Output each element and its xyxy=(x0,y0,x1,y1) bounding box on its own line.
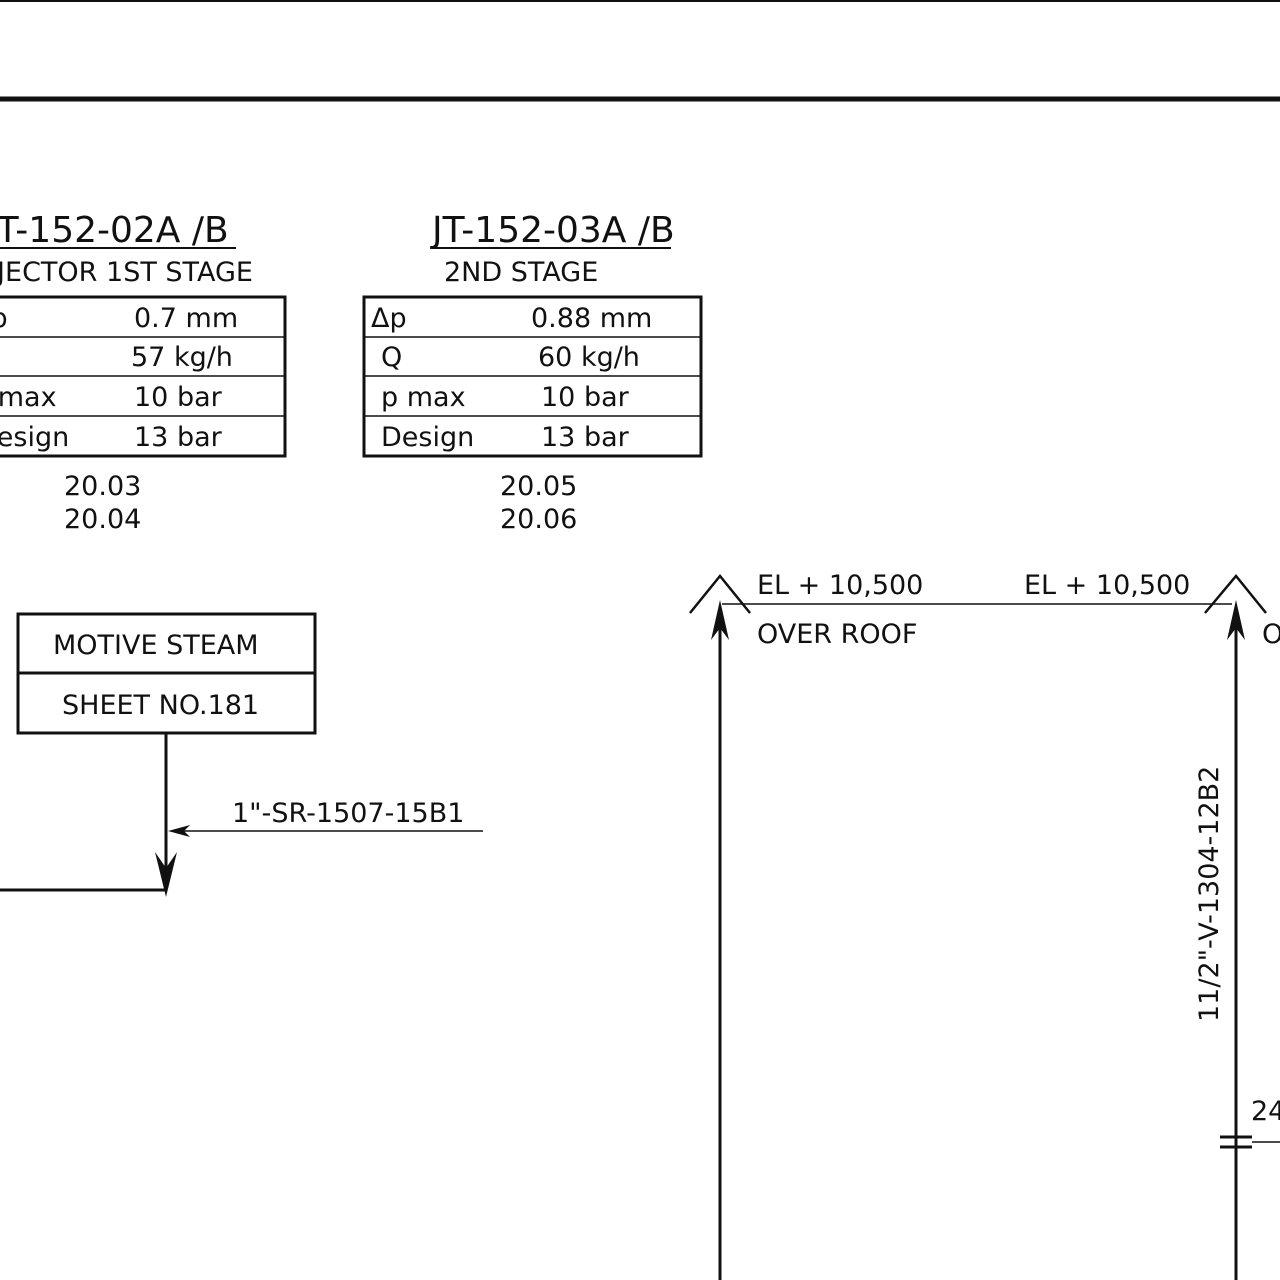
ejector-2-title: 2ND STAGE xyxy=(444,257,598,288)
ejector-1-param: Design xyxy=(0,422,69,453)
ejector-2-param: Q xyxy=(381,342,402,373)
ejector-2-param: Design xyxy=(381,422,474,453)
ejector-2-tag: JT-152-03A /B xyxy=(430,210,675,251)
vent-left xyxy=(689,574,751,1280)
instrument-tag-partial: 24 xyxy=(1251,1096,1280,1127)
elevation-right: EL + 10,500 xyxy=(1024,570,1190,601)
vent-cap-left xyxy=(689,574,751,614)
ejector-1-ref: 20.03 xyxy=(64,471,141,502)
flow-arrow-up-left xyxy=(711,600,729,640)
ejector-1-value: 10 bar xyxy=(134,382,223,413)
ejector-2-ref: 20.05 xyxy=(500,471,577,502)
sheet-number-label: SHEET NO.181 xyxy=(62,690,259,721)
vent-line-number: 11/2"-V-1304-12B2 xyxy=(1194,766,1225,1022)
ejector-1-title: EJECTOR 1ST STAGE xyxy=(0,257,253,288)
ejector-1-value: 0.7 mm xyxy=(134,303,238,334)
ejector-2-value: 60 kg/h xyxy=(538,342,640,373)
ejector-2-param: Δp xyxy=(371,303,407,334)
ejector-1-tag: JT-152-02A /B xyxy=(0,210,229,251)
motive-steam-label: MOTIVE STEAM xyxy=(53,630,259,661)
over-roof-right-partial: O xyxy=(1262,619,1280,650)
ejector-2-value: 10 bar xyxy=(541,382,630,413)
steam-line-number: 1"-SR-1507-15B1 xyxy=(232,798,464,829)
ejector-2-value: 0.88 mm xyxy=(531,303,652,334)
ejector-2-param: p max xyxy=(381,382,466,413)
vent-cap-right xyxy=(1204,574,1267,614)
motive-steam-connector: MOTIVE STEAM SHEET NO.181 1"-SR-1507-15B… xyxy=(0,612,483,897)
leader-arrowhead xyxy=(168,825,190,837)
ejector-2-ref: 20.06 xyxy=(500,504,577,535)
ejector-1-value: 57 kg/h xyxy=(131,342,233,373)
vent-right xyxy=(1204,574,1280,1280)
ejector-2-block: JT-152-03A /B 2ND STAGE Δp 0.88 mm Q 60 … xyxy=(362,210,703,535)
ejector-1-block: JT-152-02A /B EJECTOR 1ST STAGE Δp 0.7 m… xyxy=(0,210,287,535)
flow-arrow-down xyxy=(155,852,177,897)
over-roof-left: OVER ROOF xyxy=(757,619,917,650)
ejector-1-param: p max xyxy=(0,382,57,413)
elevation-left: EL + 10,500 xyxy=(757,570,923,601)
ejector-1-value: 13 bar xyxy=(134,422,223,453)
ejector-2-value: 13 bar xyxy=(541,422,630,453)
flow-arrow-up-right xyxy=(1227,600,1245,640)
ejector-1-param: Δp xyxy=(0,303,8,334)
ejector-1-ref: 20.04 xyxy=(64,504,141,535)
